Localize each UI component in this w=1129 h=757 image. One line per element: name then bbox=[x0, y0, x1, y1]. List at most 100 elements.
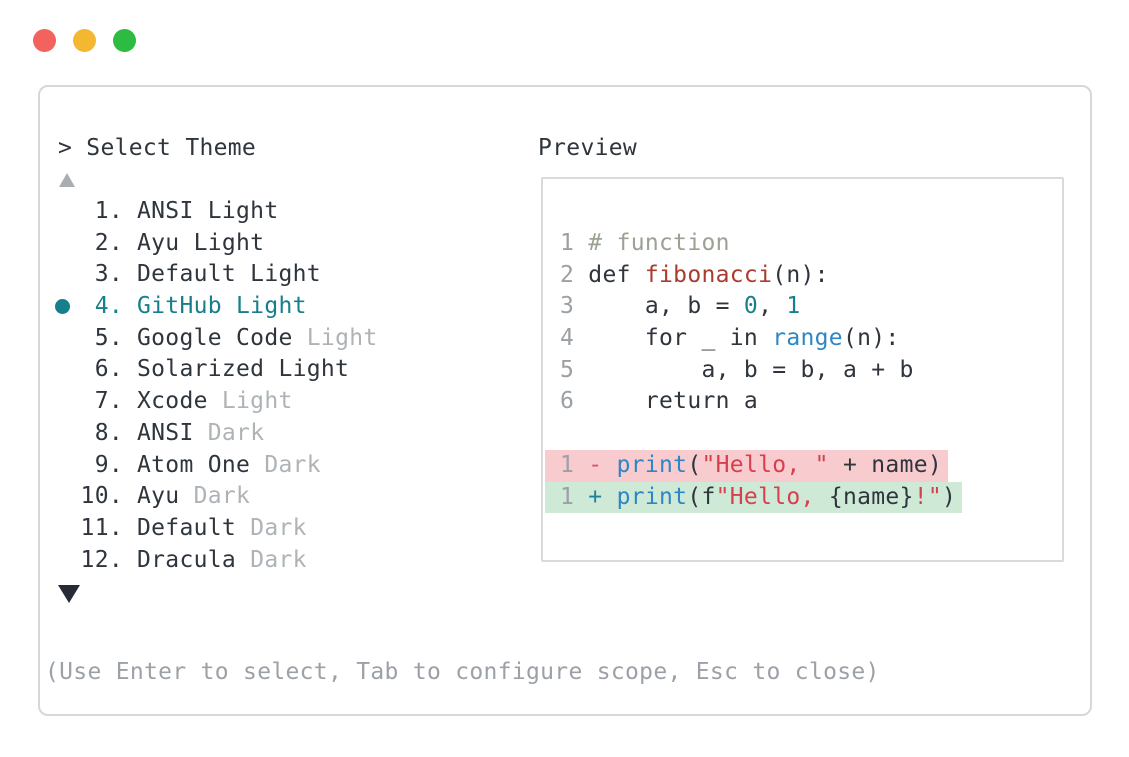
theme-number: 7. bbox=[94, 388, 123, 415]
line-number: 1 bbox=[560, 483, 589, 510]
theme-list-item-dracula[interactable]: 12. Dracula Dark bbox=[44, 545, 378, 577]
code-segment: (n): bbox=[842, 325, 900, 352]
code-segment: range bbox=[772, 325, 843, 352]
theme-variant: Dark bbox=[193, 483, 251, 510]
bullet-dot-icon bbox=[55, 299, 70, 315]
code-segment: 1 bbox=[786, 293, 801, 320]
code-segment: "Hello, " bbox=[701, 451, 829, 478]
theme-variant: Dark bbox=[207, 419, 265, 446]
line-number: 6 bbox=[560, 388, 589, 415]
minimize-button-icon[interactable] bbox=[73, 29, 96, 52]
row-marker bbox=[44, 259, 80, 291]
theme-variant: Dark bbox=[264, 451, 321, 478]
code-segment: return a bbox=[588, 388, 759, 415]
theme-list-item-ayu-light[interactable]: 2. Ayu Light bbox=[44, 228, 378, 260]
theme-list-item-ayu[interactable]: 10. Ayu Dark bbox=[44, 481, 378, 513]
line-number: 1 bbox=[560, 230, 589, 256]
theme-variant: Light bbox=[221, 388, 293, 415]
code-segment: + bbox=[588, 483, 617, 510]
theme-number: 2. bbox=[94, 229, 123, 256]
theme-number: 3. bbox=[94, 261, 123, 288]
theme-name: Atom One bbox=[137, 451, 265, 478]
theme-list-item-ansi-light[interactable]: 1.ANSI Light bbox=[44, 196, 378, 228]
code-line-content: 5 a, b = b, a + b bbox=[560, 355, 914, 387]
theme-variant: Dark bbox=[250, 546, 307, 573]
code-line-content: 1 + print(f"Hello, {name}!") bbox=[545, 481, 963, 514]
code-segment: a, b = bbox=[588, 293, 744, 320]
code-line: 2 def fibonacci(n): bbox=[560, 260, 1062, 292]
hint-text: (Use Enter to select, Tab to configure s… bbox=[45, 659, 880, 685]
code-line-content: 3 a, b = 0, 1 bbox=[560, 291, 801, 323]
theme-number: 12. bbox=[80, 546, 123, 573]
code-line: 3 a, b = 0, 1 bbox=[560, 291, 1062, 323]
code-line: 6 return a bbox=[560, 386, 1062, 418]
selected-bullet-icon bbox=[44, 291, 80, 323]
line-number: 5 bbox=[560, 356, 589, 383]
code-segment: (n): bbox=[772, 261, 829, 288]
code-line-content: 6 return a bbox=[560, 386, 758, 418]
prompt-title: > Select Theme bbox=[58, 135, 257, 161]
row-marker bbox=[44, 354, 80, 386]
code-line-content: 2 def fibonacci(n): bbox=[560, 260, 829, 292]
theme-name: Dracula bbox=[137, 546, 251, 573]
window-controls bbox=[33, 29, 136, 52]
code-line bbox=[560, 418, 1062, 450]
row-marker bbox=[44, 450, 80, 482]
theme-list-item-default-light[interactable]: 3.Default Light bbox=[44, 259, 378, 291]
theme-name: ANSI Light bbox=[137, 198, 279, 224]
row-marker bbox=[44, 196, 80, 228]
theme-list-item-atom-one[interactable]: 9. Atom One Dark bbox=[44, 450, 378, 482]
scroll-down-icon[interactable] bbox=[58, 585, 80, 603]
theme-name: Solarized Light bbox=[137, 356, 350, 383]
code-line: 5 a, b = b, a + b bbox=[560, 355, 1062, 387]
theme-variant: Dark bbox=[250, 514, 307, 541]
theme-name: Default bbox=[137, 514, 251, 541]
theme-list-item-google-code[interactable]: 5.Google Code Light bbox=[44, 323, 378, 355]
code-segment: , bbox=[758, 293, 787, 320]
code-segment: 0 bbox=[743, 293, 759, 320]
theme-number: 10. bbox=[80, 483, 123, 510]
preview-label: Preview bbox=[538, 135, 638, 161]
theme-number: 5. bbox=[94, 324, 123, 351]
code-segment: def bbox=[588, 261, 645, 288]
preview-code: 1 # function 2 def fibonacci(n):3 a, b = … bbox=[543, 179, 1062, 514]
theme-variant: Light bbox=[306, 324, 378, 351]
diff-line-add: 1 + print(f"Hello, {name}!") bbox=[545, 481, 1062, 514]
zoom-button-icon[interactable] bbox=[113, 29, 136, 52]
code-segment: {name} bbox=[828, 483, 914, 510]
scroll-up-icon[interactable] bbox=[59, 173, 75, 187]
close-button-icon[interactable] bbox=[33, 29, 56, 52]
theme-list-item-ansi[interactable]: 8. ANSI Dark bbox=[44, 418, 378, 450]
theme-name: Ayu bbox=[137, 483, 194, 510]
row-marker bbox=[44, 386, 80, 418]
code-segment: for _ in bbox=[588, 325, 773, 352]
row-marker bbox=[44, 513, 80, 545]
code-segment: print bbox=[616, 451, 688, 478]
code-segment: a, b = b, a + b bbox=[588, 356, 914, 383]
line-number: 2 bbox=[560, 261, 589, 288]
theme-number: 4. bbox=[94, 293, 123, 320]
code-segment: # function bbox=[588, 230, 730, 256]
diff-line-del: 1 - print("Hello, " + name) bbox=[545, 449, 1062, 482]
theme-list-item-default[interactable]: 11. Default Dark bbox=[44, 513, 378, 545]
code-line-content: 1 - print("Hello, " + name) bbox=[545, 449, 949, 482]
theme-list-item-github-light[interactable]: 4. GitHub Light bbox=[44, 291, 378, 323]
theme-number: 9. bbox=[94, 451, 123, 478]
row-marker bbox=[44, 545, 80, 577]
code-segment: - bbox=[588, 451, 617, 478]
row-marker bbox=[44, 418, 80, 450]
code-segment: + name) bbox=[828, 451, 943, 478]
theme-name: ANSI bbox=[137, 419, 208, 446]
theme-number: 11. bbox=[80, 514, 123, 541]
code-segment: ) bbox=[942, 483, 957, 510]
theme-list-item-solarized-light[interactable]: 6. Solarized Light bbox=[44, 354, 378, 386]
theme-number: 8. bbox=[94, 419, 123, 446]
theme-name: Ayu Light bbox=[137, 229, 265, 256]
theme-number: 6. bbox=[94, 356, 123, 383]
row-marker bbox=[44, 228, 80, 260]
theme-list-item-xcode[interactable]: 7.Xcode Light bbox=[44, 386, 378, 418]
line-number: 1 bbox=[560, 451, 589, 478]
theme-name: GitHub Light bbox=[137, 293, 307, 320]
